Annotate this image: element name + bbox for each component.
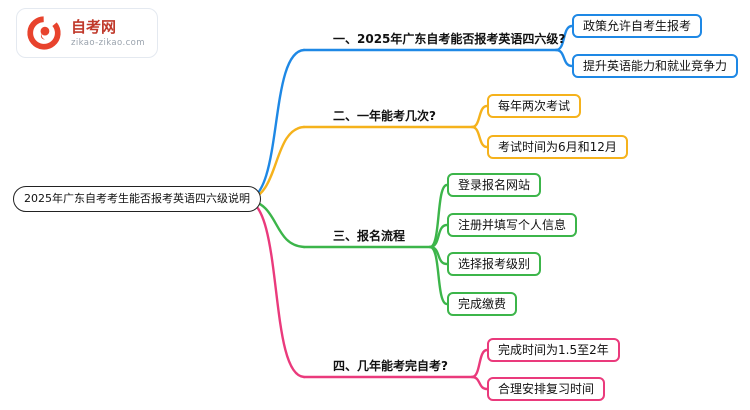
site-domain: zikao-zikao.com: [71, 38, 145, 48]
leaf-node-policy: 政策允许自考生报考: [572, 14, 703, 38]
leaf-node-exam-times: 每年两次考试: [487, 94, 582, 118]
leaf-node-choose-level: 选择报考级别: [447, 252, 542, 276]
leaf-node-duration: 完成时间为1.5至2年: [487, 338, 620, 362]
site-name: 自考网: [71, 18, 117, 36]
branch-label-2: 二、一年能考几次?: [333, 109, 436, 123]
leaf-node-review-plan: 合理安排复习时间: [487, 377, 606, 401]
branch-4-connector: [244, 198, 489, 391]
leaf-node-login-site: 登录报名网站: [447, 173, 542, 197]
branch-label-3: 三、报名流程: [333, 229, 406, 243]
site-logo-text: 自考网 zikao-zikao.com: [71, 18, 145, 48]
leaf-node-benefit: 提升英语能力和就业竞争力: [572, 54, 739, 78]
branch-3-connector: [244, 183, 449, 306]
leaf-node-pay-fee: 完成缴费: [447, 292, 518, 316]
leaf-node-register-info: 注册并填写个人信息: [447, 213, 578, 237]
branch-label-1: 一、2025年广东自考能否报考英语四六级?: [333, 32, 566, 46]
site-logo-icon: [27, 16, 61, 50]
central-topic: 2025年广东自考考生能否报考英语四六级说明: [13, 186, 261, 212]
branch-label-4: 四、几年能考完自考?: [333, 359, 448, 373]
leaf-node-exam-months: 考试时间为6月和12月: [487, 135, 628, 159]
site-logo[interactable]: 自考网 zikao-zikao.com: [16, 8, 158, 58]
